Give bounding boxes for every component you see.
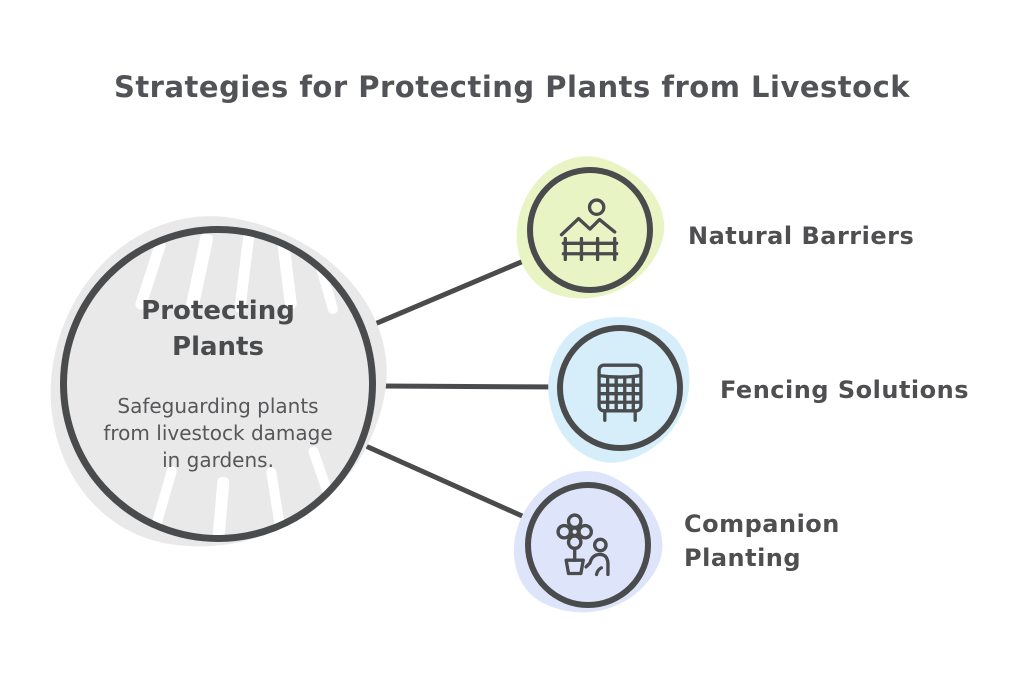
landscape-fence-icon — [559, 198, 619, 262]
central-topic-title: Protecting Plants — [141, 296, 295, 362]
node-companion-planting-circle — [525, 482, 651, 608]
flower-gardener-icon — [556, 513, 610, 577]
node-fencing-solutions-circle — [557, 325, 683, 451]
node-fencing-solutions — [532, 300, 708, 476]
connector-line-fencing — [373, 383, 569, 390]
label-natural-barriers: Natural Barriers — [688, 222, 915, 250]
central-topic-description: Safeguarding plants from livestock damag… — [103, 393, 333, 472]
connector-line-natural — [367, 249, 548, 329]
node-natural-barriers-circle — [527, 167, 653, 293]
connector-line-companion — [365, 444, 543, 527]
central-topic-circle: Protecting Plants Safeguarding plants fr… — [60, 226, 376, 542]
central-topic: Protecting Plants Safeguarding plants fr… — [25, 191, 411, 577]
node-natural-barriers — [499, 139, 681, 321]
diagram-title: Strategies for Protecting Plants from Li… — [113, 70, 911, 104]
label-fencing-solutions: Fencing Solutions — [720, 376, 970, 404]
fence-panel-icon — [597, 363, 643, 422]
node-companion-planting — [491, 448, 685, 642]
label-companion-planting: Companion Planting — [684, 510, 840, 572]
